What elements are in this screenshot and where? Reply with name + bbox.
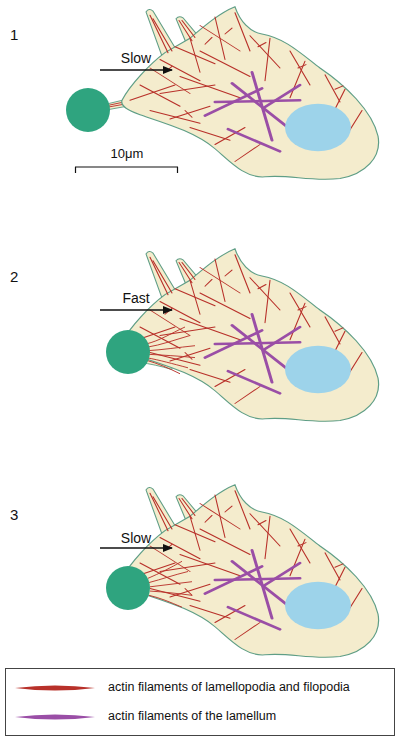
panel-number: 3 [10, 506, 18, 523]
scale-bar [75, 166, 178, 167]
legend-sample-red [15, 686, 95, 691]
legend-text: actin filaments of the lamellum [108, 709, 276, 723]
speed-label: Slow [121, 530, 151, 546]
scale-label: 10μm [111, 147, 144, 162]
legend-text: actin filaments of lamellopodia and filo… [108, 680, 350, 694]
legend-box [6, 669, 395, 736]
panel-three [100, 485, 379, 658]
panel-one [66, 7, 379, 180]
speed-label: Slow [121, 50, 151, 66]
panel-number: 2 [10, 268, 18, 285]
speed-label: Fast [122, 290, 149, 306]
legend-sample-purple [15, 715, 95, 720]
panel-number: 1 [10, 26, 18, 43]
panel-two [100, 249, 379, 422]
